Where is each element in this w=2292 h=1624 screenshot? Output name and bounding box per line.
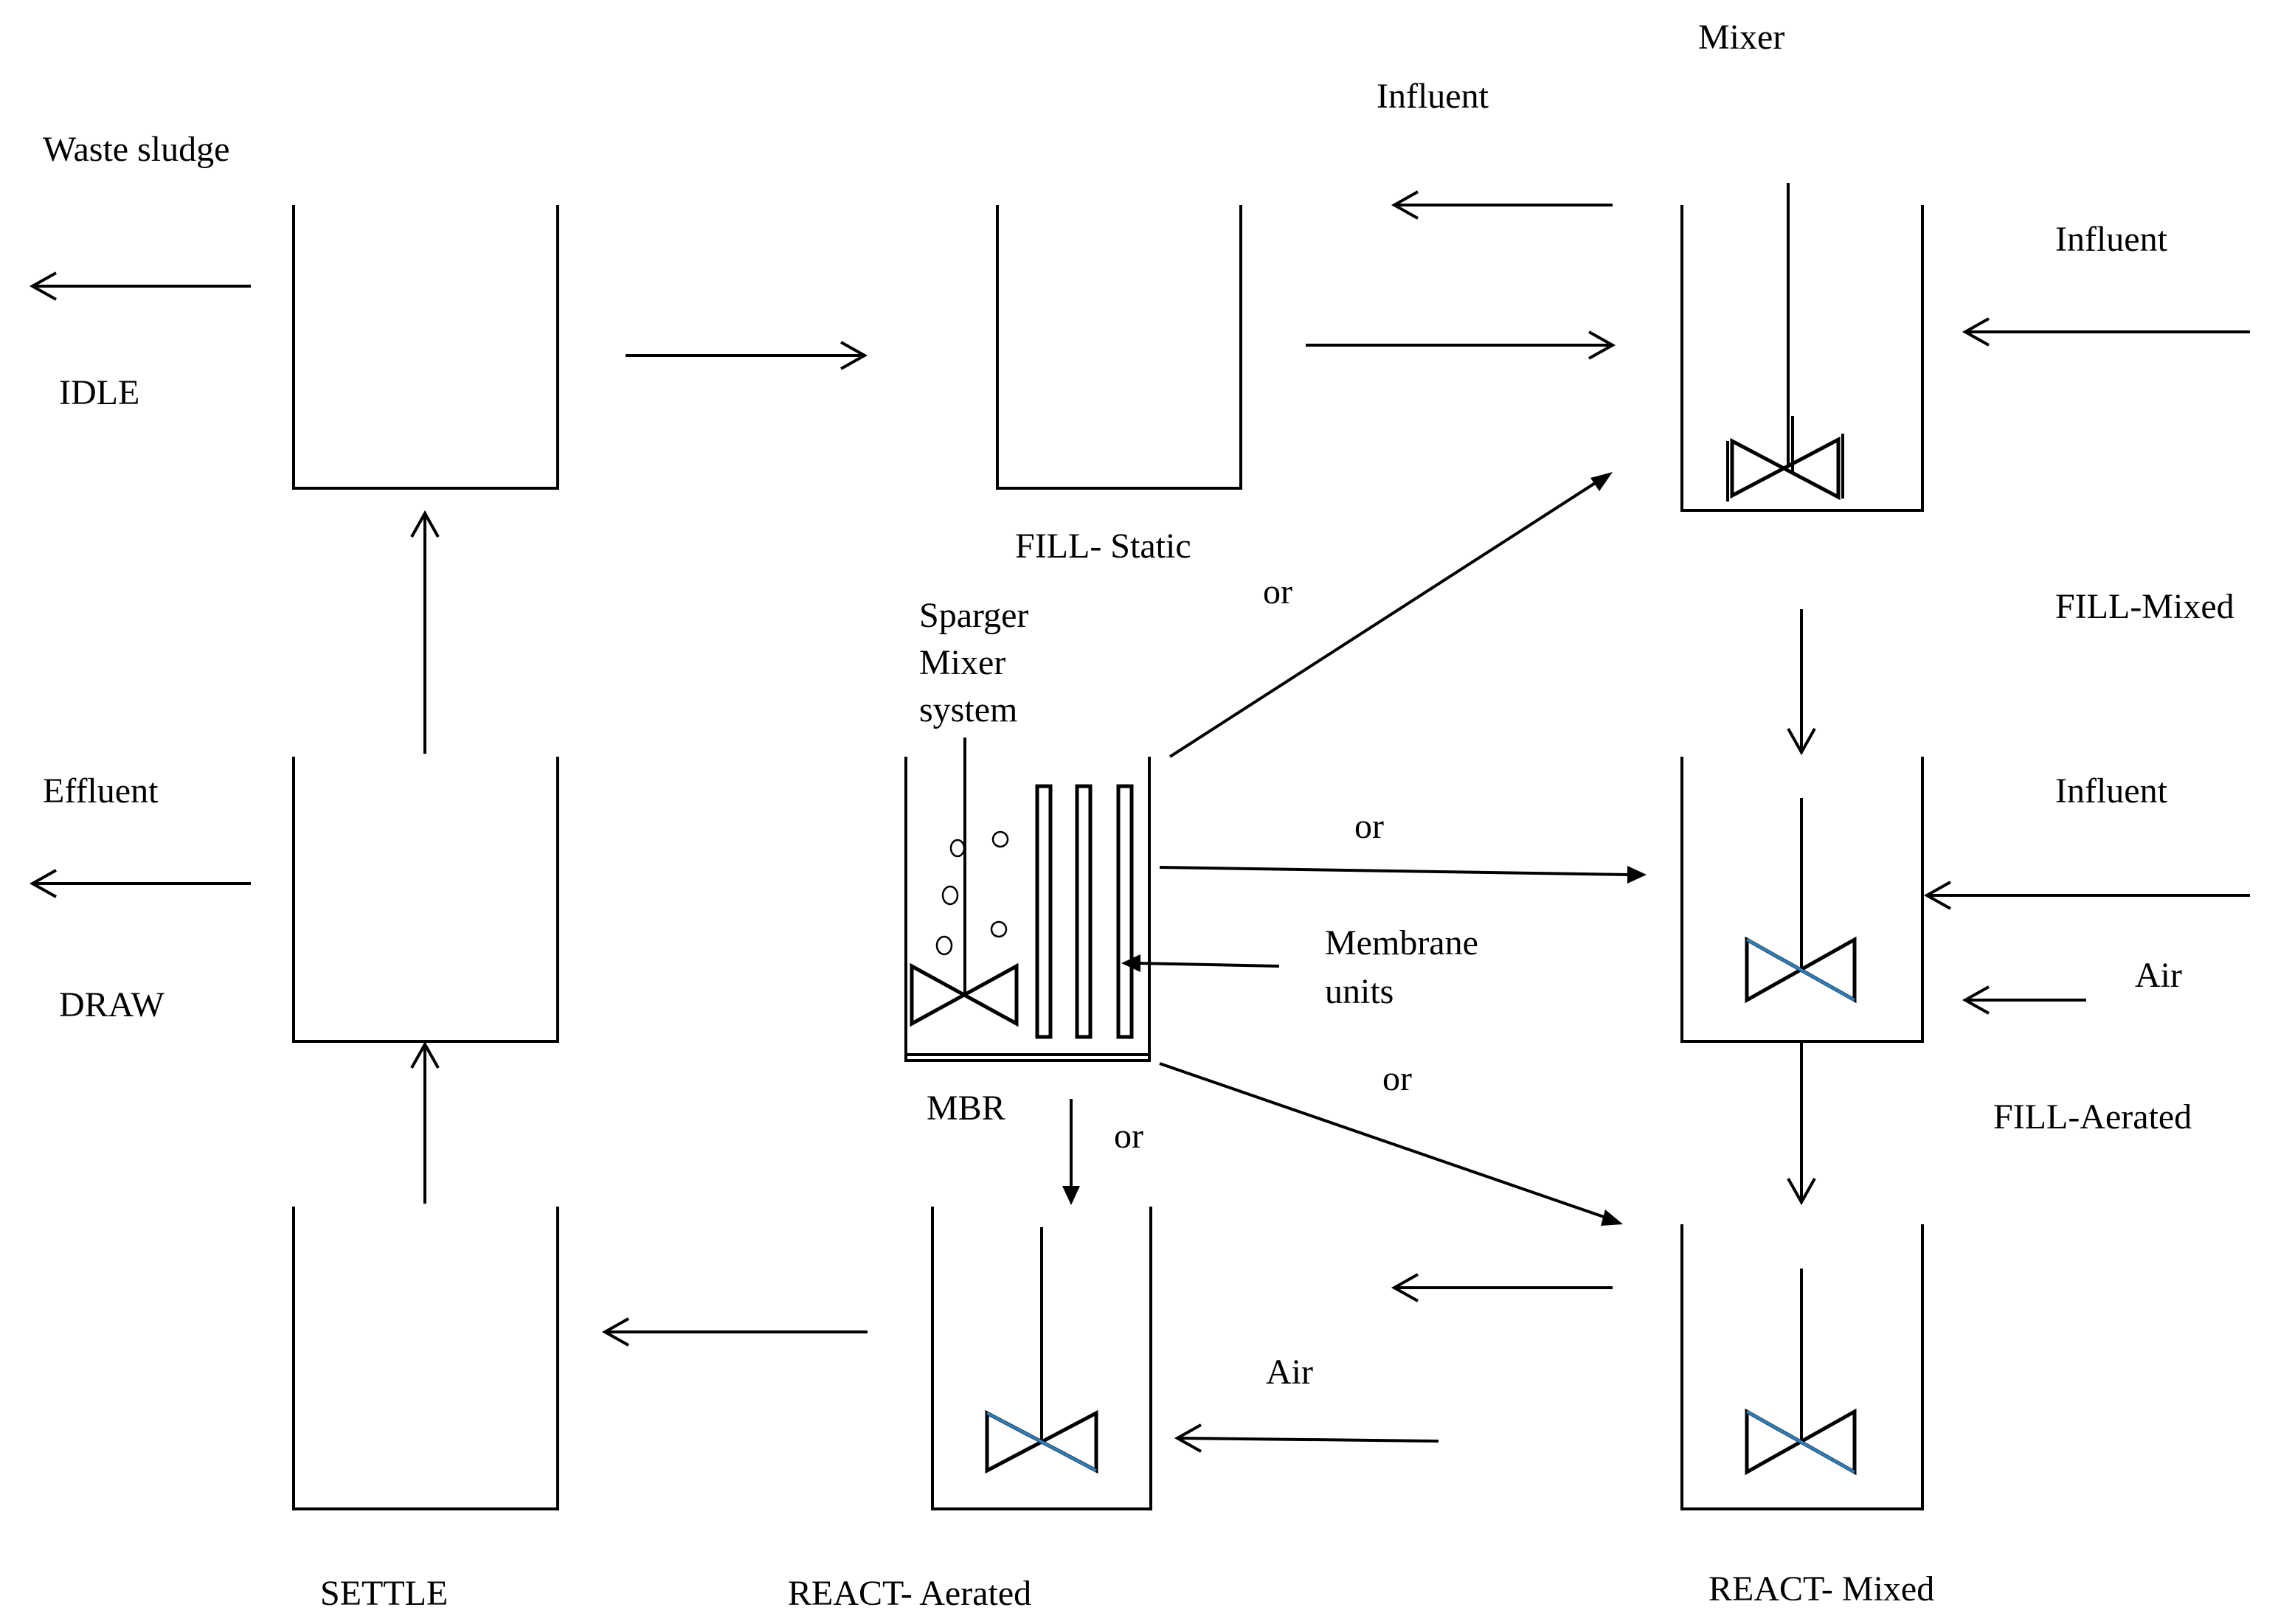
idle-tank [292, 205, 559, 490]
fill-mixed-mixer-icon [1726, 183, 1844, 502]
effluent-arrow [29, 869, 251, 898]
mbr-sparger-impeller-icon [910, 738, 1019, 1027]
membrane-label-line1: Membrane [1325, 923, 1478, 962]
react-aerated-label: REACT- Aerated [788, 1574, 1031, 1613]
react-aerated-to-settle-arrow [601, 1317, 868, 1347]
draw-label: DRAW [59, 985, 165, 1024]
idle-to-fill-static-arrow [626, 341, 868, 370]
or-upper-label: or [1263, 572, 1292, 611]
mbr-to-fill-mixed-arrow [1168, 472, 1613, 758]
air-react-label: Air [1266, 1353, 1313, 1392]
influent-fill-mixed-label: Influent [2055, 220, 2168, 259]
idle-label: IDLE [59, 373, 139, 412]
air-fill-aerated-label: Air [2135, 956, 2182, 995]
waste-sludge-label: Waste sludge [43, 130, 229, 169]
air-fill-aerated-arrow [1962, 985, 2086, 1015]
sparger-label-line2: Mixer [919, 643, 1005, 682]
waste-sludge-arrow [29, 271, 251, 301]
react-mixed-tank [1680, 1224, 1924, 1510]
mbr-tank [904, 757, 1151, 1062]
sparger-label-line1: Sparger [919, 596, 1028, 635]
fill-mixed-label: FILL-Mixed [2055, 587, 2234, 626]
membrane-label-line2: units [1325, 972, 1393, 1011]
settle-label: SETTLE [320, 1574, 448, 1613]
mbr-to-react-mixed-arrow [1159, 1062, 1623, 1226]
influent-fill-aerated-label: Influent [2055, 771, 2168, 811]
draw-tank [292, 757, 559, 1043]
mixer-label: Mixer [1698, 18, 1784, 57]
influent-top-arrow [1391, 190, 1613, 220]
influent-fill-aerated-arrow [1923, 881, 2250, 910]
fill-mixed-to-fill-aerated-arrow [1787, 609, 1816, 756]
fill-mixed-tank [1680, 205, 1924, 512]
fill-aerated-to-react-mixed-arrow [1787, 1041, 1816, 1206]
mbr-to-fill-aerated-arrow [1159, 866, 1647, 884]
fill-aerated-impeller-icon [1745, 798, 1857, 1004]
or-middle-label: or [1354, 807, 1384, 846]
draw-to-idle-arrow [410, 510, 440, 754]
react-aerated-tank [931, 1207, 1152, 1510]
react-aerated-impeller-icon [985, 1227, 1098, 1474]
react-mixed-impeller-icon [1745, 1269, 1857, 1476]
influent-top-label: Influent [1377, 77, 1489, 116]
fill-static-to-fill-mixed-arrow [1306, 330, 1616, 360]
air-bubbles-icon [935, 830, 1009, 956]
fill-static-tank [996, 205, 1242, 490]
react-mixed-to-react-aerated-arrow [1391, 1273, 1613, 1302]
sparger-label-line3: system [919, 690, 1017, 729]
or-lower-right-label: or [1382, 1059, 1412, 1098]
mbr-to-react-aerated-arrow [1062, 1099, 1080, 1205]
settle-tank [292, 1207, 559, 1510]
membrane-units-icon [1035, 784, 1134, 1039]
mbr-label: MBR [927, 1089, 1005, 1128]
settle-to-draw-arrow [410, 1041, 440, 1204]
or-lower-left-label: or [1114, 1117, 1143, 1156]
react-mixed-label: REACT- Mixed [1708, 1569, 1934, 1609]
air-react-aerated-arrow [1174, 1423, 1439, 1453]
membrane-units-pointer-arrow [1121, 954, 1280, 972]
fill-aerated-label: FILL-Aerated [1993, 1097, 2192, 1137]
influent-fill-mixed-arrow [1962, 317, 2250, 347]
fill-static-label: FILL- Static [1015, 527, 1191, 566]
effluent-label: Effluent [43, 771, 159, 811]
